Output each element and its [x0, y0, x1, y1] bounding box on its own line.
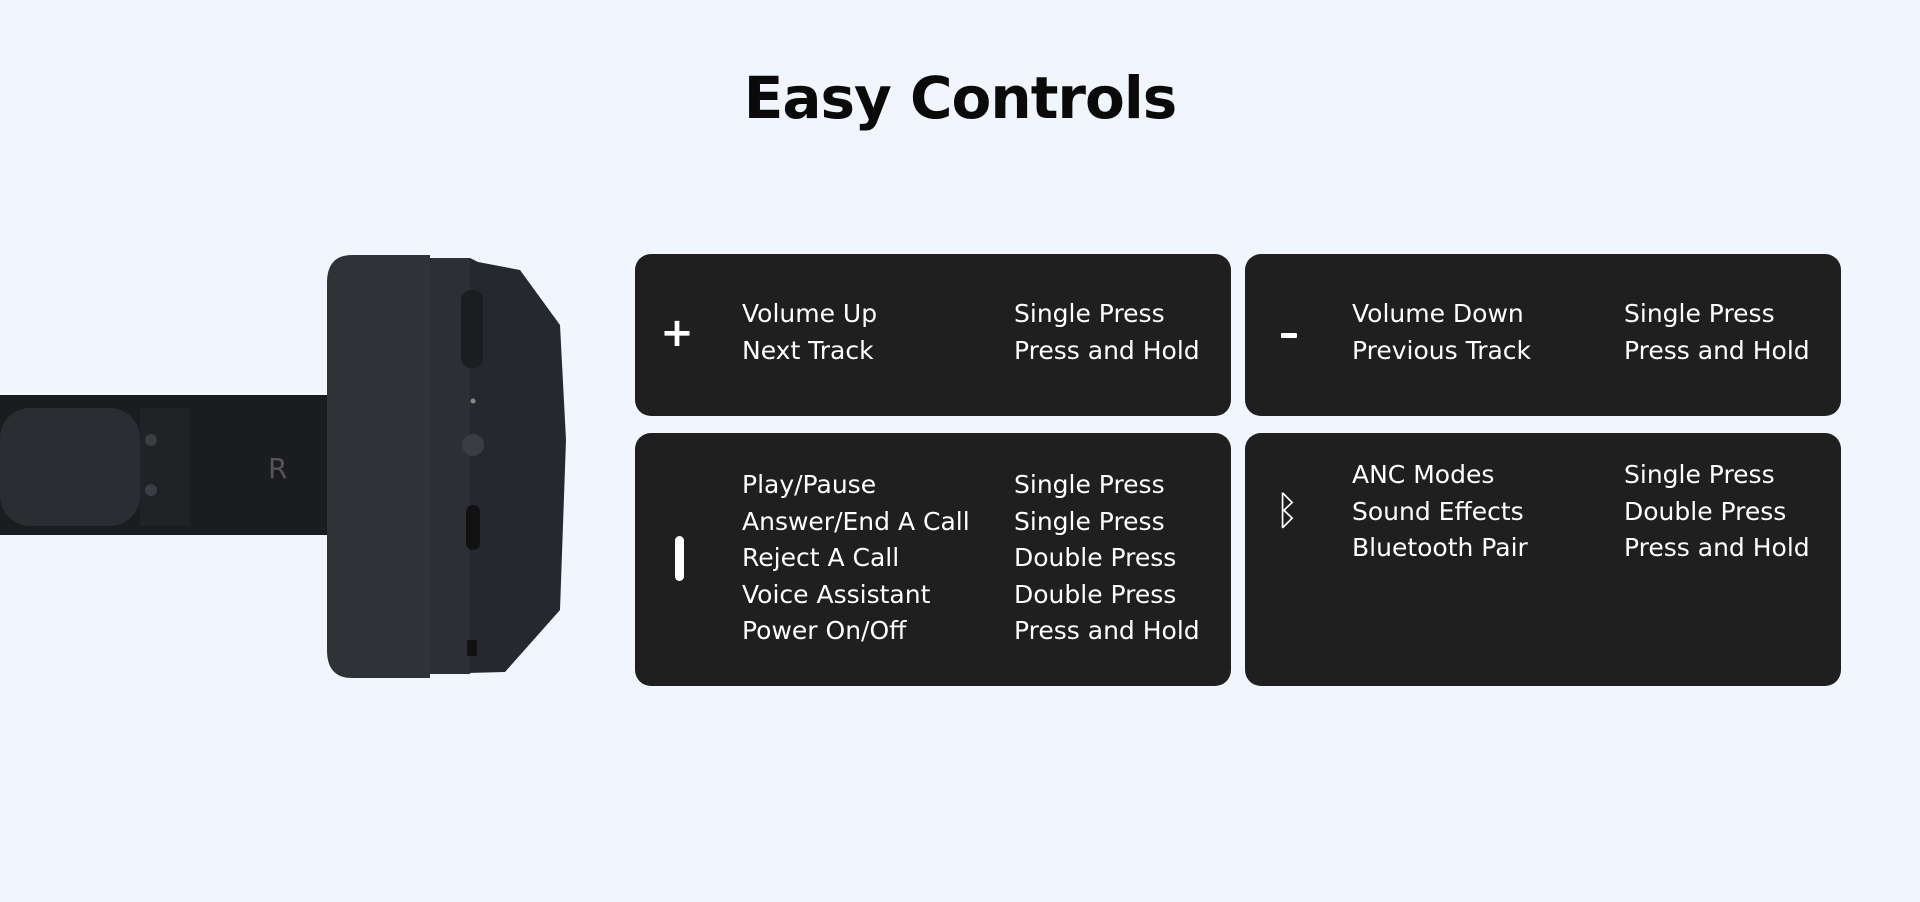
- page-title: Easy Controls: [743, 64, 1178, 132]
- gesture-label: Single Press: [1014, 506, 1165, 536]
- control-row: Sound Effects Double Press: [1352, 494, 1831, 531]
- svg-text:R: R: [268, 452, 287, 485]
- control-row: Answer/End A Call Single Press: [742, 504, 1221, 541]
- plus-icon: +: [660, 310, 694, 356]
- action-label: Sound Effects: [1352, 496, 1524, 526]
- gesture-label: Single Press: [1014, 470, 1165, 499]
- minus-icon: [1281, 333, 1297, 338]
- gesture-label: Single Press: [1624, 460, 1775, 489]
- gesture-label: Double Press: [1624, 496, 1787, 526]
- multifunction-button-icon: [675, 536, 684, 581]
- control-row: Play/Pause Single Press: [742, 467, 1221, 504]
- action-label: Reject A Call: [742, 543, 900, 572]
- action-label: Answer/End A Call: [742, 506, 970, 536]
- action-label: Voice Assistant: [742, 579, 931, 609]
- action-label: Previous Track: [1352, 335, 1532, 365]
- control-row: Volume Down Single Press: [1352, 296, 1831, 333]
- control-row: Next Track Press and Hold: [742, 333, 1221, 370]
- control-row: ANC Modes Single Press: [1352, 457, 1831, 494]
- gesture-label: Press and Hold: [1014, 616, 1200, 645]
- control-row: Voice Assistant Double Press: [742, 577, 1221, 614]
- control-row: Power On/Off Press and Hold: [742, 613, 1221, 650]
- gesture-label: Press and Hold: [1624, 533, 1810, 562]
- headphone-image: R: [0, 255, 566, 678]
- gesture-label: Single Press: [1014, 299, 1165, 328]
- action-label: Next Track: [742, 335, 874, 365]
- gesture-label: Single Press: [1624, 299, 1775, 328]
- control-row: Previous Track Press and Hold: [1352, 333, 1831, 370]
- bluetooth-icon: ᛒ: [1275, 488, 1299, 534]
- gesture-label: Double Press: [1014, 579, 1177, 609]
- control-row: Volume Up Single Press: [742, 296, 1221, 333]
- action-label: ANC Modes: [1352, 460, 1495, 489]
- gesture-label: Double Press: [1014, 543, 1177, 572]
- gesture-label: Press and Hold: [1624, 335, 1810, 365]
- action-label: Bluetooth Pair: [1352, 533, 1528, 562]
- action-label: Volume Up: [742, 299, 878, 328]
- control-card-bluetooth: ᛒ ANC Modes Single Press Sound Effects Dou…: [1245, 433, 1841, 686]
- gesture-label: Press and Hold: [1014, 335, 1200, 365]
- control-row: Bluetooth Pair Press and Hold: [1352, 530, 1831, 567]
- control-row: Reject A Call Double Press: [742, 540, 1221, 577]
- action-label: Volume Down: [1352, 299, 1524, 328]
- action-label: Power On/Off: [742, 616, 907, 645]
- control-card-volume-up: + Volume Up Single Press Next Track Press …: [635, 254, 1231, 416]
- action-label: Play/Pause: [742, 470, 877, 499]
